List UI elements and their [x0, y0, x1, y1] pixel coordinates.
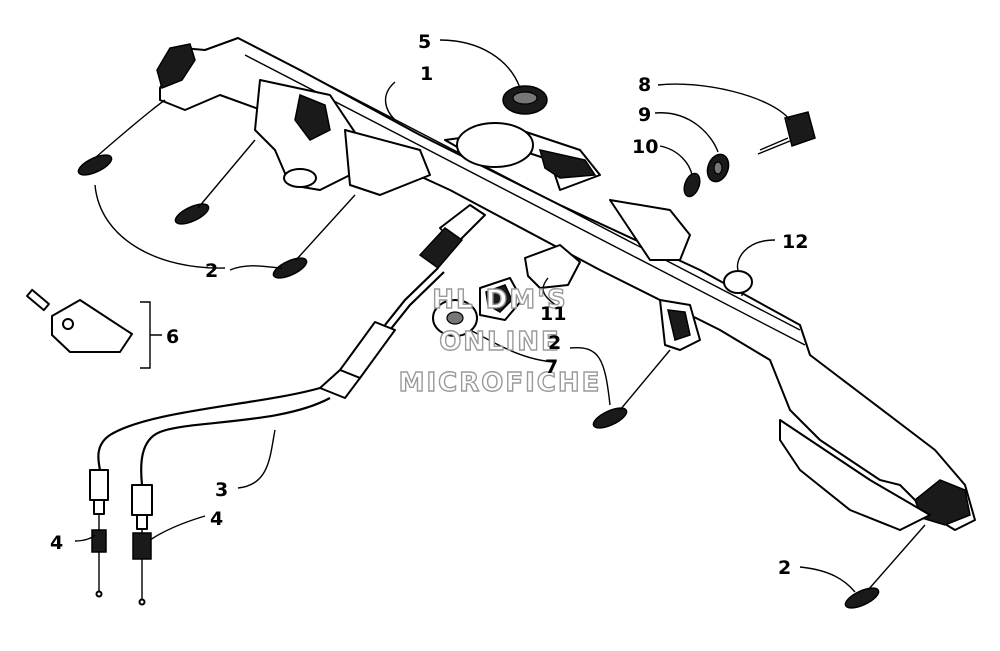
plug-part-12	[723, 270, 753, 294]
callout-3: 3	[215, 479, 228, 501]
callout-5: 5	[418, 31, 431, 53]
bracket-brace	[140, 301, 162, 369]
washer-part-10	[683, 172, 701, 198]
callout-labels: 5 1 8 9 10 12 2 6 11 2 7 3 4 4 2	[50, 31, 808, 579]
watermark-line-3: MICROFICHE	[399, 368, 602, 398]
watermark-line-1: HL DM'S	[432, 285, 568, 315]
screw-icon-3	[272, 257, 308, 279]
key-icon	[757, 111, 816, 155]
callout-11: 11	[540, 303, 566, 325]
grip-pad-part-5	[502, 85, 548, 115]
callout-1: 1	[420, 63, 433, 85]
screw-icon-5	[844, 587, 880, 609]
console-frame	[156, 37, 976, 531]
watermark: HL DM'S ONLINE MICROFICHE	[398, 284, 602, 398]
callout-2-left: 2	[205, 260, 218, 282]
callout-8: 8	[638, 74, 651, 96]
callout-6: 6	[166, 326, 179, 348]
callout-9: 9	[638, 104, 651, 126]
callout-2-right: 2	[778, 557, 791, 579]
callout-7: 7	[545, 356, 558, 378]
callout-12: 12	[782, 231, 808, 253]
switch-part-7	[432, 277, 523, 337]
screw-icon	[77, 154, 113, 176]
spark-plug-icon	[89, 469, 109, 598]
wiring-harness-part-3	[97, 204, 486, 486]
spark-plug-icon-2	[131, 484, 153, 606]
leader-lines	[74, 39, 926, 593]
screw-icon-2	[174, 203, 210, 225]
console-pod-outline	[456, 122, 534, 168]
bracket-part-6	[26, 288, 133, 353]
watermark-line-2: ONLINE	[439, 327, 561, 357]
switch-part-11	[524, 244, 581, 289]
washer-part-9	[706, 153, 730, 183]
callout-4-right: 4	[210, 508, 223, 530]
callout-2-center: 2	[548, 332, 561, 354]
screw-icon-4	[592, 407, 628, 429]
callout-10: 10	[632, 136, 658, 158]
callout-4-left: 4	[50, 532, 63, 554]
